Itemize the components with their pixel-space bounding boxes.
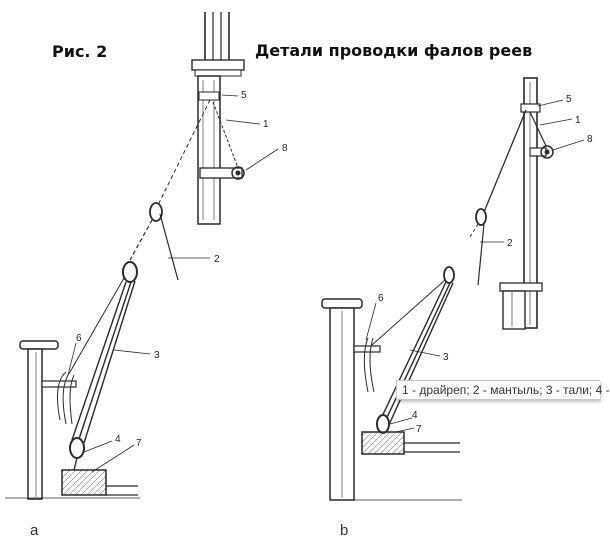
panel-b-leaders	[365, 99, 585, 433]
panel-b-drawing: 1 2 3 4 5 6 7 8	[321, 77, 593, 501]
callout-b-6: 6	[378, 293, 384, 304]
callout-a-8: 8	[282, 143, 288, 154]
panel-b-tackle	[371, 266, 455, 434]
panel-a-tie	[212, 101, 239, 169]
panel-b-deck	[354, 431, 462, 501]
panel-a-halyard	[157, 99, 211, 206]
panel-b-tie	[529, 111, 547, 147]
callout-b-8: 8	[587, 134, 593, 145]
panel-a-rail-post	[19, 340, 77, 500]
legend-tooltip: 1 - драйреп; 2 - мантыль; 3 - тали; 4 -	[396, 380, 610, 400]
panel-b-halyard	[483, 109, 527, 213]
panel-a-mast	[191, 12, 245, 225]
panel-a-deck	[5, 469, 140, 499]
callout-a-3: 3	[154, 350, 160, 361]
callout-b-2: 2	[507, 238, 513, 249]
callout-a-7: 7	[136, 438, 142, 449]
panel-b-letter: b	[340, 522, 349, 539]
callout-b-3: 3	[443, 352, 449, 363]
callout-a-2: 2	[214, 254, 220, 265]
panel-a-pennant-block	[129, 202, 179, 281]
panel-a-tackle	[69, 261, 138, 471]
panel-a-drawing: 1 2 3 4 5 6 7 8	[5, 12, 288, 500]
callout-b-4: 4	[412, 410, 418, 421]
callout-b-5: 5	[566, 94, 572, 105]
panel-a-leaders	[67, 94, 279, 473]
callout-a-6: 6	[76, 333, 82, 344]
panel-a-callouts: 1 2 3 4 5 6 7 8	[76, 90, 288, 449]
callout-a-1: 1	[263, 119, 269, 130]
figure-title: Детали проводки фалов реев	[255, 41, 533, 60]
callout-a-5: 5	[241, 90, 247, 101]
panel-b-rail-post	[321, 298, 381, 501]
panel-b-callouts: 1 2 3 4 5 6 7 8	[378, 94, 593, 435]
panel-b-pennant-block	[469, 208, 487, 286]
callout-b-7: 7	[416, 424, 422, 435]
callout-b-1: 1	[575, 115, 581, 126]
figure-label: Рис. 2	[52, 42, 108, 61]
callout-a-4: 4	[115, 434, 121, 445]
panel-a-letter: a	[30, 522, 39, 539]
panel-b-mast	[499, 77, 554, 330]
